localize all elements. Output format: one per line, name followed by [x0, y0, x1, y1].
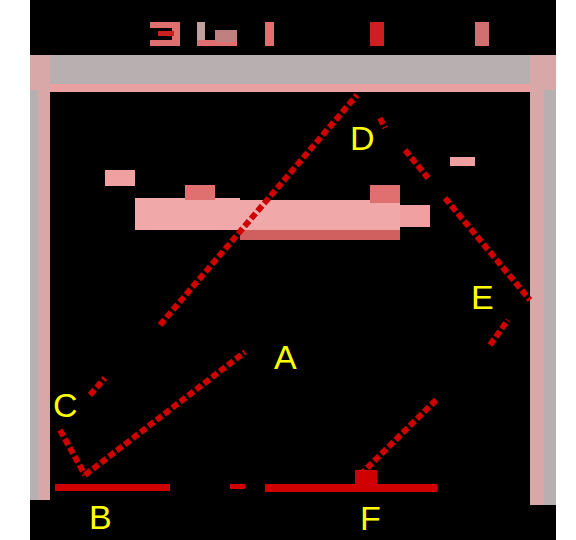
walls	[30, 55, 556, 505]
paddle-traces	[55, 470, 437, 492]
trajectory-label: F	[360, 501, 381, 535]
trajectory-label: D	[350, 121, 375, 155]
trajectory-label: A	[274, 340, 297, 374]
score-glyphs	[150, 22, 489, 46]
ball-trajectories	[60, 95, 530, 475]
trajectory-label: C	[53, 388, 78, 422]
playfield	[30, 0, 556, 540]
trajectory-label: B	[89, 500, 112, 534]
trajectory-label: E	[471, 280, 494, 314]
